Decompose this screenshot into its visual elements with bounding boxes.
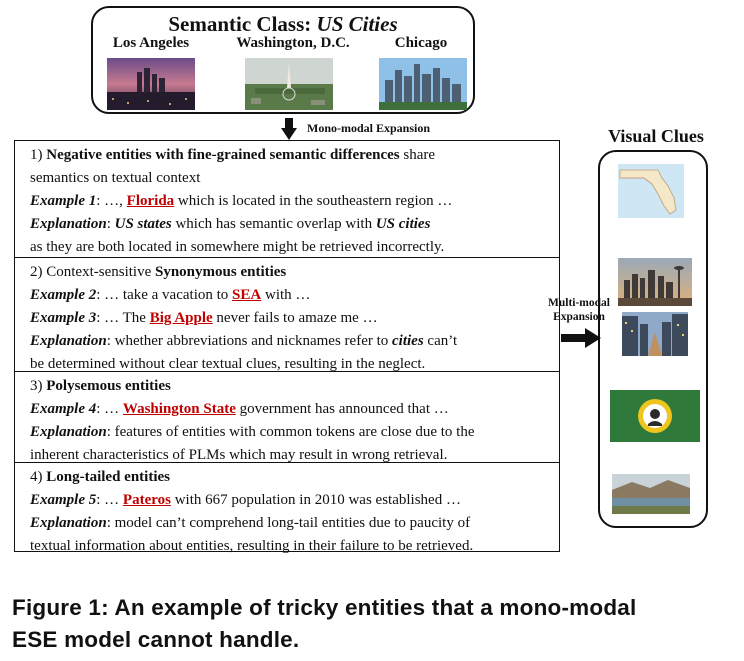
example-label: Example 1 xyxy=(30,193,97,209)
explanation-label: Explanation xyxy=(30,333,107,349)
figure-caption: Figure 1: An example of tricky entities … xyxy=(12,592,742,656)
highlighted-entity-washington-state: Washington State xyxy=(122,401,236,417)
explanation-text: : xyxy=(106,216,115,232)
example-text: : … xyxy=(96,401,123,417)
city-label-washington-dc: Washington, D.C. xyxy=(236,35,350,51)
example-text: government has announced that … xyxy=(235,401,449,417)
example-label: Example 2 xyxy=(30,287,97,303)
multi-modal-label-line2: Expansion xyxy=(553,311,605,323)
highlighted-entity-florida: Florida xyxy=(126,193,175,209)
section-title: Polysemous entities xyxy=(46,378,171,394)
example-text: : …, xyxy=(96,193,127,209)
example-text: with 667 population in 2010 was establis… xyxy=(170,492,461,508)
explanation-label: Explanation xyxy=(30,424,107,440)
city-label-chicago: Chicago xyxy=(394,35,448,51)
pateros-landscape-image xyxy=(612,474,690,514)
section-title: Negative entities with fine-grained sema… xyxy=(46,147,400,163)
seattle-skyline-image xyxy=(618,258,692,306)
highlighted-entity-pateros: Pateros xyxy=(122,492,171,508)
explanation-text: : model can’t comprehend long-tail entit… xyxy=(106,515,471,531)
section-title-suffix: share xyxy=(399,147,436,163)
multi-modal-label-line1: Multi-modal xyxy=(548,297,610,309)
washington-dc-photo xyxy=(245,58,333,110)
visual-clues-title: Visual Clues xyxy=(608,126,704,146)
section-synonymous-entities: 2) Context-sensitive Synonymous entities… xyxy=(15,258,559,372)
explanation-continuation: inherent characteristics of PLMs which m… xyxy=(30,447,448,463)
example-text: with … xyxy=(261,287,311,303)
section-number: 2) xyxy=(30,264,47,280)
explanation-text: : whether abbreviations and nicknames re… xyxy=(106,333,393,349)
section-negative-entities: 1) Negative entities with fine-grained s… xyxy=(15,141,559,258)
explanation-continuation: be determined without clear textual clue… xyxy=(30,356,426,372)
example-label: Example 4 xyxy=(30,401,97,417)
florida-map-image xyxy=(618,164,684,218)
section-title: Synonymous entities xyxy=(155,264,287,280)
section-polysemous-entities: 3) Polysemous entities Example 4: … Wash… xyxy=(15,372,559,463)
explanation-continuation: as they are both located in somewhere mi… xyxy=(30,239,445,255)
los-angeles-photo xyxy=(107,58,195,110)
example-text: : … take a vacation to xyxy=(96,287,233,303)
mono-modal-arrow-icon xyxy=(281,118,297,140)
explanation-label: Explanation xyxy=(30,216,107,232)
semantic-class-prefix: Semantic Class: xyxy=(168,12,317,36)
section-number: 1) xyxy=(30,147,47,163)
semantic-class-box: Semantic Class: US Cities Los Angeles Wa… xyxy=(91,6,475,114)
explanation-text: can’t xyxy=(423,333,458,349)
explanation-emphasis: cities xyxy=(392,333,424,349)
highlighted-entity-sea: SEA xyxy=(232,287,262,303)
caption-line2: ESE model cannot handle. xyxy=(12,627,300,652)
section-number: 4) xyxy=(30,469,47,485)
example-label: Example 5 xyxy=(30,492,97,508)
explanation-continuation: textual information about entities, resu… xyxy=(30,538,474,554)
example-text: : … xyxy=(96,492,123,508)
entity-cases-panel: 1) Negative entities with fine-grained s… xyxy=(14,140,560,554)
washington-state-flag-image xyxy=(610,390,700,442)
section-title-prefix: Context-sensitive xyxy=(46,264,155,280)
example-text: : … The xyxy=(96,310,150,326)
explanation-text: which has semantic overlap with xyxy=(171,216,376,232)
semantic-class-name: US Cities xyxy=(316,12,398,36)
explanation-emphasis: US cities xyxy=(375,216,431,232)
section-title: Long-tailed entities xyxy=(46,469,170,485)
explanation-text: : features of entities with common token… xyxy=(106,424,475,440)
example-label: Example 3 xyxy=(30,310,97,326)
example-text: never fails to amaze me … xyxy=(212,310,378,326)
multi-modal-label: Multi-modal Expansion xyxy=(537,296,621,324)
caption-line1: Figure 1: An example of tricky entities … xyxy=(12,595,637,620)
multi-modal-arrow-icon xyxy=(561,328,601,348)
section-long-tailed-entities: 4) Long-tailed entities Example 5: … Pat… xyxy=(15,463,559,554)
mono-modal-label: Mono-modal Expansion xyxy=(307,121,431,135)
semantic-class-title: Semantic Class: US Cities xyxy=(93,12,473,37)
big-apple-street-image xyxy=(622,312,688,356)
section-title-continuation: semantics on textual context xyxy=(30,170,201,186)
chicago-photo xyxy=(379,58,467,110)
explanation-label: Explanation xyxy=(30,515,107,531)
city-label-los-angeles: Los Angeles xyxy=(112,35,190,51)
example-text: which is located in the southeastern reg… xyxy=(174,193,453,209)
visual-clues-box xyxy=(598,150,708,528)
section-number: 3) xyxy=(30,378,47,394)
explanation-emphasis: US states xyxy=(114,216,172,232)
highlighted-entity-big-apple: Big Apple xyxy=(149,310,213,326)
